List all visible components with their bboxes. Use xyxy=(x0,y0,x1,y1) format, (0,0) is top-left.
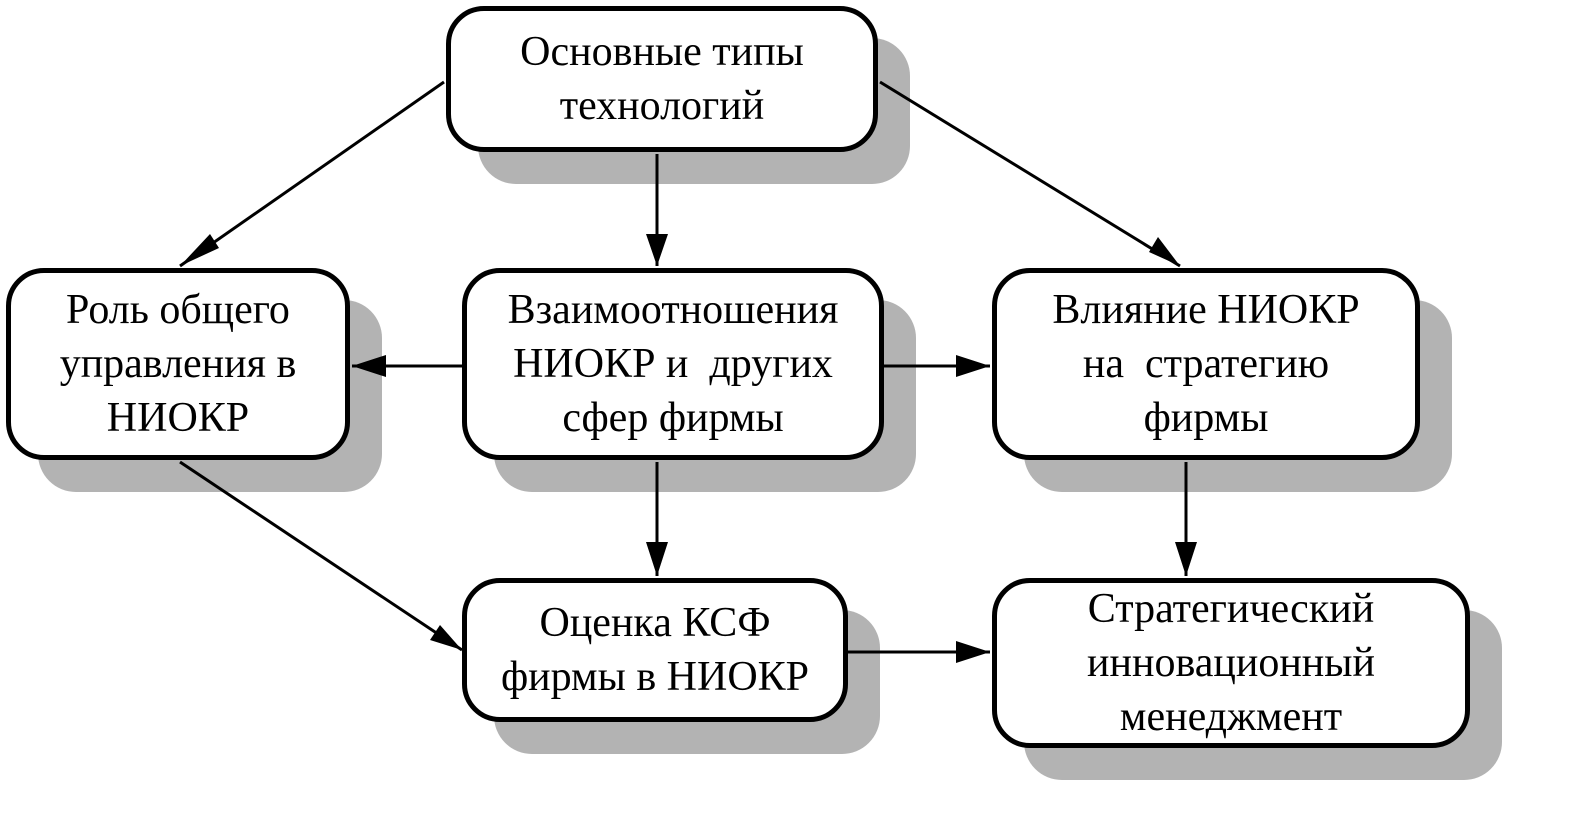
node-label-line: на стратегию xyxy=(1082,341,1330,387)
node-influence: Влияние НИОКР на стратегию фирмы xyxy=(992,268,1420,460)
node-label-line: инновационный xyxy=(1087,640,1375,686)
node-label-line: управления в xyxy=(59,341,297,387)
arrowhead-icon xyxy=(956,641,990,663)
node-label-line: Взаимоотношения xyxy=(507,287,839,333)
node-label-line: Роль общего xyxy=(66,287,290,333)
arrowhead-icon xyxy=(646,542,668,576)
node-label-line: Влияние НИОКР xyxy=(1052,287,1360,333)
arrowhead-icon xyxy=(352,355,386,377)
node-label-line: фирмы xyxy=(1143,395,1269,441)
node-label-line: Стратегический xyxy=(1087,586,1375,632)
node-label-line: фирмы в НИОКР xyxy=(500,654,810,700)
node-label-line: Оценка КСФ xyxy=(539,600,771,646)
node-label-line: менеджмент xyxy=(1119,694,1343,740)
node-ksf-eval: Оценка КСФ фирмы в НИОКР xyxy=(462,578,848,722)
node-label-line: технологий xyxy=(559,83,765,129)
node-tech-types: Основные типы технологий xyxy=(446,6,878,152)
arrowhead-icon xyxy=(430,625,462,650)
node-label-line: НИОКР и других xyxy=(513,341,833,387)
edge-tech-types-to-gm-role xyxy=(179,80,445,268)
node-label-line: сфер фирмы xyxy=(562,395,784,441)
arrowhead-icon xyxy=(180,234,219,266)
arrowhead-icon xyxy=(956,355,990,377)
arrowhead-icon xyxy=(1149,237,1180,266)
edge-tech-types-to-influence xyxy=(879,80,1181,268)
node-label-line: Основные типы xyxy=(520,29,804,75)
node-label-line: НИОКР xyxy=(106,395,250,441)
node-relations: Взаимоотношения НИОКР и других сфер фирм… xyxy=(462,268,884,460)
edge-gm-role-to-ksf-eval xyxy=(179,460,463,652)
arrowhead-icon xyxy=(1175,542,1197,576)
node-strategic-mgmt: Стратегический инновационный менеджмент xyxy=(992,578,1470,748)
arrowhead-icon xyxy=(646,234,668,266)
node-gm-role: Роль общего управления в НИОКР xyxy=(6,268,350,460)
